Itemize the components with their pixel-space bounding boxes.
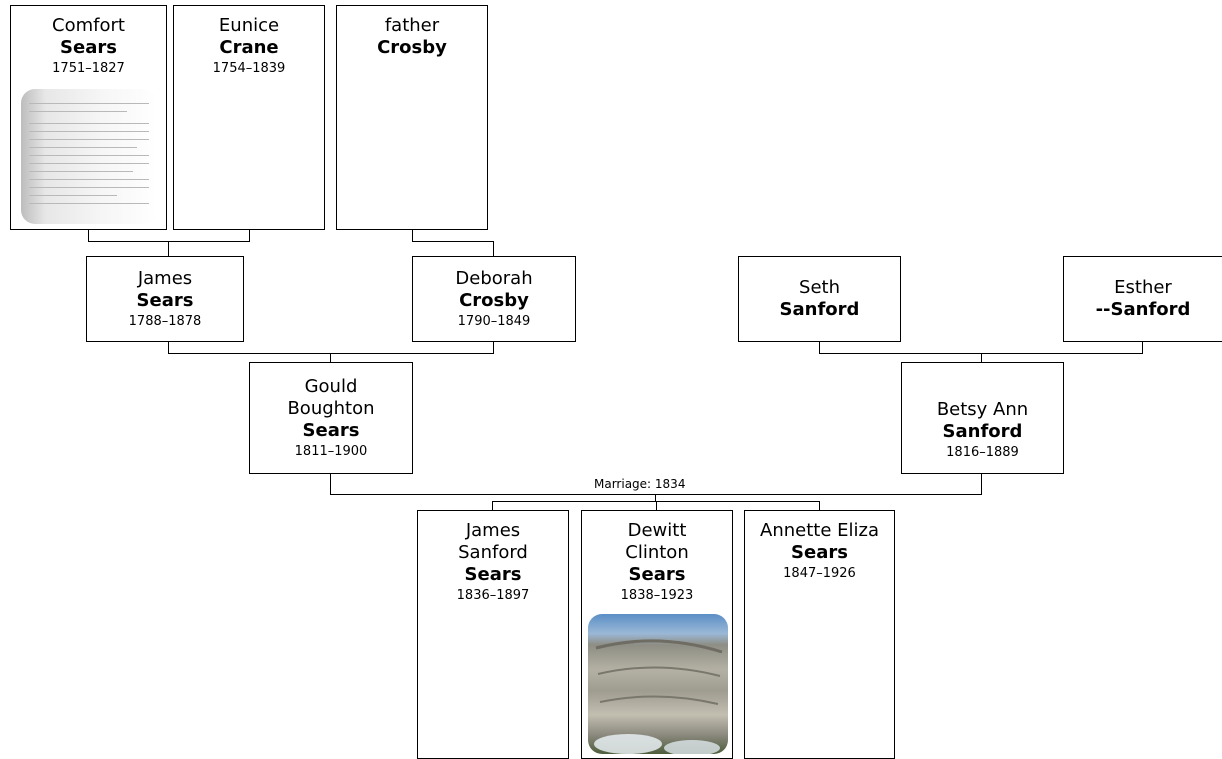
given-name: Eunice [218, 15, 280, 36]
connector-seth-esther [819, 342, 1143, 354]
surname: Sanford [942, 421, 1023, 442]
connector-comfort-eunice [88, 230, 250, 242]
life-dates: 1838–1923 [620, 588, 694, 603]
life-dates: 1847–1926 [783, 566, 856, 581]
given-name: Betsy Ann [936, 399, 1029, 420]
person-esther-sanford[interactable]: Esther --Sanford [1063, 256, 1222, 342]
life-dates: 1751–1827 [52, 61, 125, 76]
marriage-label: Marriage: 1834 [594, 477, 686, 491]
given-name: Comfort [52, 15, 125, 36]
surname: Sears [791, 542, 848, 563]
gravestone-photo[interactable] [588, 614, 728, 754]
surname: Sears [60, 37, 117, 58]
connector-james-deborah [168, 342, 494, 354]
given-name: father [384, 15, 440, 36]
person-dewitt-sears[interactable]: Dewitt Clinton Sears 1838–1923 [581, 510, 733, 759]
given-name: James [137, 268, 193, 289]
surname: Crosby [377, 37, 447, 58]
connector-father-crosby [412, 230, 494, 256]
life-dates: 1754–1839 [212, 61, 286, 76]
given-name: Deborah [455, 268, 533, 289]
person-annette-sears[interactable]: Annette Eliza Sears 1847–1926 [744, 510, 895, 759]
life-dates: 1816–1889 [946, 445, 1019, 460]
life-dates: 1788–1878 [128, 314, 202, 329]
person-gould-sears[interactable]: Gould Boughton Sears 1811–1900 [249, 362, 413, 474]
person-comfort-sears[interactable]: Comfort Sears 1751–1827 [10, 5, 167, 230]
surname: Sears [628, 564, 686, 585]
person-betsy-sanford[interactable]: Betsy Ann Sanford 1816–1889 [901, 362, 1064, 474]
surname: Sears [464, 564, 522, 585]
given-name: Annette Eliza [760, 520, 879, 541]
life-dates: 1790–1849 [457, 314, 531, 329]
given-name: Seth [799, 277, 840, 298]
given-name: Gould Boughton [287, 376, 375, 419]
person-father-crosby[interactable]: father Crosby [336, 5, 488, 230]
surname: --Sanford [1095, 299, 1191, 320]
life-dates: 1836–1897 [456, 588, 530, 603]
surname: Crosby [459, 290, 529, 311]
surname: Sanford [779, 299, 860, 320]
person-james-sanford-sears[interactable]: James Sanford Sears 1836–1897 [417, 510, 569, 759]
person-seth-sanford[interactable]: Seth Sanford [738, 256, 901, 342]
document-photo[interactable] [21, 89, 157, 224]
person-deborah-crosby[interactable]: Deborah Crosby 1790–1849 [412, 256, 576, 342]
surname: Sears [302, 420, 360, 441]
given-name: James Sanford [458, 520, 528, 563]
surname: Sears [136, 290, 194, 311]
given-name: Esther [1114, 277, 1172, 298]
person-james-sears[interactable]: James Sears 1788–1878 [86, 256, 244, 342]
surname: Crane [219, 37, 279, 58]
life-dates: 1811–1900 [294, 444, 368, 459]
given-name: Dewitt Clinton [625, 520, 689, 563]
person-eunice-crane[interactable]: Eunice Crane 1754–1839 [173, 5, 325, 230]
